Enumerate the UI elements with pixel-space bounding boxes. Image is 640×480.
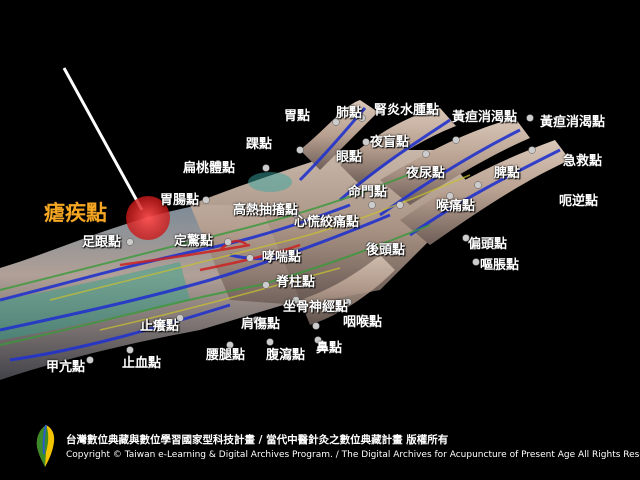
- point-label: 定驚點: [174, 234, 214, 249]
- point-label: 坐骨神經點: [283, 300, 349, 315]
- point-label: 眼點: [336, 150, 363, 165]
- point-label: 偏頭點: [468, 237, 508, 252]
- point-label: 腎炎水腫點: [374, 103, 440, 118]
- point-label: 喉痛點: [436, 199, 476, 214]
- point-label: 足跟點: [82, 235, 122, 250]
- point-label: 脊柱點: [276, 275, 316, 290]
- point-label: 後頭點: [366, 243, 406, 258]
- point-label: 扁桃體點: [183, 161, 236, 176]
- point-label: 腰腿點: [206, 348, 246, 363]
- point-label: 止癢點: [140, 319, 180, 334]
- point-label: 黃疸消渴點: [452, 110, 518, 125]
- point-label: 呃逆點: [559, 194, 599, 209]
- point-label: 黃疸消渴點: [540, 115, 606, 130]
- point-label: 哮喘點: [262, 250, 302, 265]
- footer-copyright-english: Copyright © Taiwan e-Learning & Digital …: [66, 450, 640, 460]
- acupuncture-needle: [62, 67, 144, 211]
- point-label: 咽喉點: [343, 315, 383, 330]
- point-label: 夜尿點: [406, 166, 446, 181]
- tendon-lines: [0, 169, 431, 346]
- point-label: 嘔脹點: [480, 258, 520, 273]
- point-label: 胃點: [284, 109, 311, 124]
- point-label: 甲亢點: [46, 360, 86, 375]
- muscle-region: [248, 172, 292, 192]
- point-label: 止血點: [122, 356, 162, 371]
- point-label: 肩傷點: [241, 317, 281, 332]
- point-label: 命門點: [348, 185, 388, 200]
- point-label: 急救點: [563, 154, 603, 169]
- point-label: 脾點: [494, 166, 521, 181]
- point-label: 夜盲點: [370, 135, 410, 150]
- point-label: 心慌絞痛點: [294, 215, 360, 230]
- tendon-lines: [49, 174, 471, 331]
- point-label: 胃腸點: [160, 193, 200, 208]
- finger-shape: [340, 108, 456, 185]
- footer-copyright-chinese: 台灣數位典藏與數位學習國家型科技計畫 / 當代中醫針灸之數位典藏計畫 版權所有: [66, 434, 449, 446]
- thumb-shape: [300, 255, 395, 325]
- taiwan-map-logo: [36, 424, 55, 467]
- point-label: 肺點: [336, 106, 363, 121]
- finger-shape: [380, 118, 530, 205]
- point-label: 鼻點: [316, 341, 343, 356]
- highlighted-point-marker: [126, 196, 170, 240]
- highlighted-point-label: 瘧疾點: [44, 201, 107, 225]
- acupoint-markers: [86, 114, 564, 364]
- point-label: 高熱抽搐點: [233, 203, 299, 218]
- nerve-lines: [0, 107, 561, 362]
- point-label: 踝點: [246, 137, 273, 152]
- point-label: 腹瀉點: [266, 348, 306, 363]
